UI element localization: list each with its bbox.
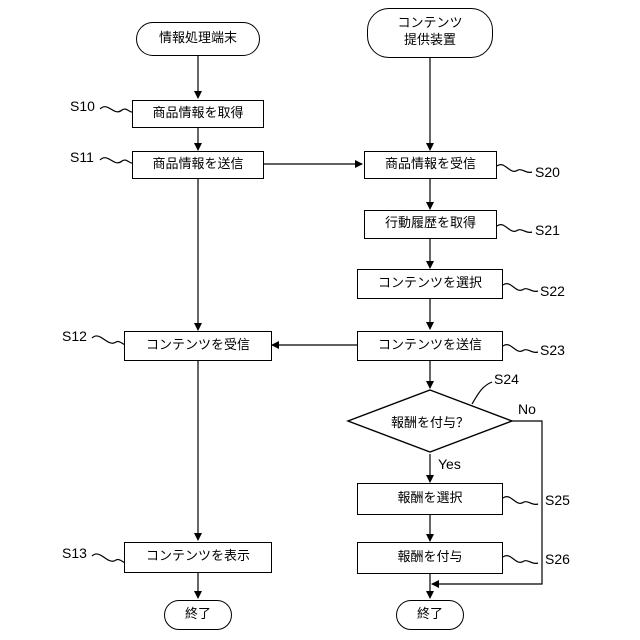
start-provider: コンテンツ 提供装置 xyxy=(367,8,493,58)
step-label-s20: S20 xyxy=(535,164,560,180)
process-s10: 商品情報を取得 xyxy=(132,100,264,128)
end-terminal: 終了 xyxy=(164,600,232,630)
leader-s22 xyxy=(503,284,538,292)
process-s21: 行動履歴を取得 xyxy=(364,210,497,239)
end-provider: 終了 xyxy=(396,600,464,630)
leader-s21 xyxy=(497,225,532,233)
leader-s10 xyxy=(100,107,132,112)
process-s20: 商品情報を受信 xyxy=(364,151,497,179)
leader-s13 xyxy=(92,554,126,563)
process-s25: 報酬を選択 xyxy=(357,483,503,515)
process-s23: コンテンツを送信 xyxy=(357,331,503,361)
leader-s20 xyxy=(497,165,532,173)
process-s13: コンテンツを表示 xyxy=(124,542,272,573)
step-label-s11: S11 xyxy=(70,149,94,165)
leader-s11 xyxy=(100,158,132,163)
process-s22: コンテンツを選択 xyxy=(357,269,503,299)
leader-s23 xyxy=(503,345,538,353)
step-label-s10: S10 xyxy=(70,98,95,114)
process-s26: 報酬を付与 xyxy=(357,542,503,574)
decision-s24-text: 報酬を付与？ xyxy=(368,408,492,434)
start-terminal: 情報処理端末 xyxy=(136,22,260,56)
leader-s24 xyxy=(472,382,492,404)
step-label-s26: S26 xyxy=(545,551,570,567)
leader-s26 xyxy=(503,556,538,564)
leader-s25 xyxy=(503,497,538,505)
leader-s12 xyxy=(92,336,126,345)
step-label-s25: S25 xyxy=(545,492,570,508)
branch-label-yes: Yes xyxy=(438,456,461,472)
step-label-s24: S24 xyxy=(494,371,519,387)
process-s11: 商品情報を送信 xyxy=(132,151,264,179)
step-label-s12: S12 xyxy=(62,328,87,344)
step-label-s13: S13 xyxy=(62,545,87,561)
branch-label-no: No xyxy=(518,401,536,417)
process-s12: コンテンツを受信 xyxy=(124,331,272,361)
step-label-s21: S21 xyxy=(535,222,560,238)
step-label-s22: S22 xyxy=(540,283,565,299)
step-label-s23: S23 xyxy=(540,342,565,358)
